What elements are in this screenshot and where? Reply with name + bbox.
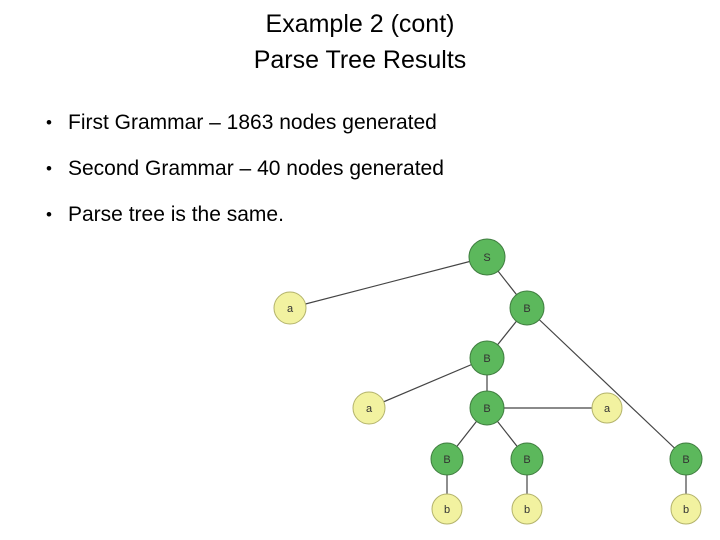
list-item: • Parse tree is the same.	[46, 200, 686, 230]
tree-node-circle	[591, 392, 623, 424]
tree-node-circle	[669, 442, 703, 476]
tree-node: b	[511, 493, 543, 525]
tree-node: b	[431, 493, 463, 525]
tree-node-circle	[430, 442, 464, 476]
title-line-2: Parse Tree Results	[253, 46, 467, 74]
tree-node-label: S	[483, 252, 490, 264]
tree-node: S	[468, 238, 506, 276]
tree-edge	[289, 256, 488, 309]
tree-node: B	[469, 340, 505, 376]
bullet-list: • First Grammar – 1863 nodes generated •…	[46, 108, 686, 246]
tree-node: a	[591, 392, 623, 424]
tree-node-circle	[510, 442, 544, 476]
bullet-marker-icon: •	[46, 205, 52, 224]
tree-node-label: b	[524, 504, 530, 516]
list-item: • Second Grammar – 40 nodes generated	[46, 154, 686, 184]
tree-node-label: a	[366, 403, 373, 415]
tree-node: a	[352, 391, 386, 425]
tree-node-label: B	[682, 454, 689, 466]
bullet-text: Parse tree is the same.	[68, 203, 284, 226]
tree-node: B	[510, 442, 544, 476]
tree-node-circle	[431, 493, 463, 525]
tree-node-circle	[273, 291, 307, 325]
bullet-marker-icon: •	[46, 113, 52, 132]
tree-node-label: B	[523, 454, 530, 466]
tree-edge-group	[289, 256, 687, 509]
tree-node: B	[509, 290, 545, 326]
page-title: Example 2 (cont) Parse Tree Results	[0, 6, 720, 78]
tree-node-circle	[469, 340, 505, 376]
tree-node: B	[469, 390, 505, 426]
tree-node: B	[430, 442, 464, 476]
tree-node-label: B	[483, 403, 490, 415]
tree-node-label: a	[287, 303, 294, 315]
tree-node-circle	[469, 390, 505, 426]
tree-node-label: a	[604, 403, 611, 415]
tree-node: a	[273, 291, 307, 325]
bullet-text: First Grammar – 1863 nodes generated	[68, 111, 437, 134]
tree-node-circle	[352, 391, 386, 425]
tree-edge	[526, 307, 687, 460]
tree-node-circle	[670, 493, 702, 525]
tree-node-label: B	[523, 303, 530, 315]
tree-node-label: b	[683, 504, 689, 516]
tree-node-circle	[468, 238, 506, 276]
tree-node-label: B	[443, 454, 450, 466]
tree-node-circle	[511, 493, 543, 525]
list-item: • First Grammar – 1863 nodes generated	[46, 108, 686, 138]
tree-node-label: b	[444, 504, 450, 516]
bullet-marker-icon: •	[46, 159, 52, 178]
tree-node-label: B	[483, 353, 490, 365]
tree-node: b	[670, 493, 702, 525]
bullet-text: Second Grammar – 40 nodes generated	[68, 157, 444, 180]
tree-node-circle	[509, 290, 545, 326]
title-line-1: Example 2 (cont)	[265, 10, 455, 38]
tree-node: B	[669, 442, 703, 476]
tree-edge	[368, 357, 488, 409]
